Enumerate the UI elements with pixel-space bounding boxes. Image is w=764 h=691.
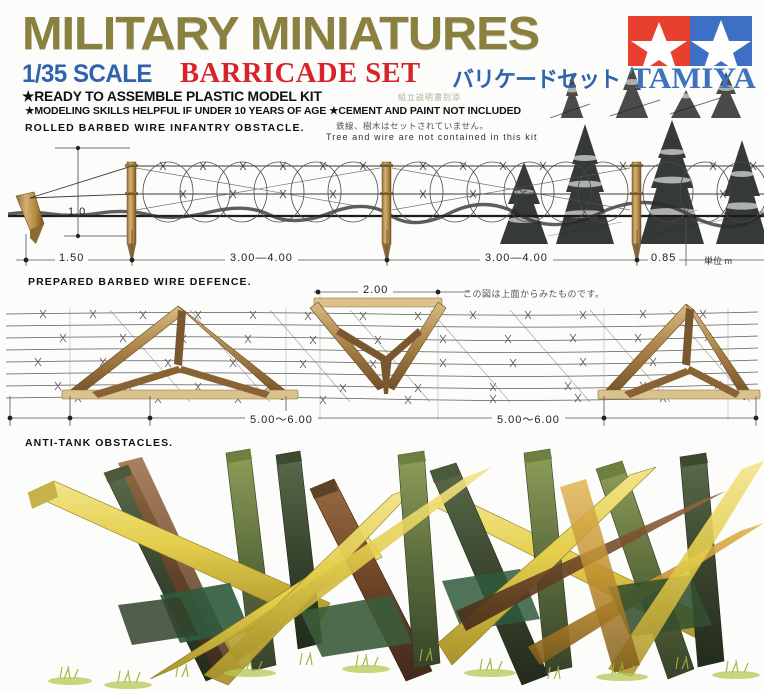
barbed-wire-strands	[29, 165, 764, 199]
diagram1-title: ROLLED BARBED WIRE INFANTRY OBSTACLE.	[25, 122, 305, 134]
header-banner: MILITARY MINIATURES 1/35 SCALE BARRICADE…	[0, 0, 764, 118]
diagram2-note-japanese: この図は上面からみたものです。	[463, 289, 605, 299]
diagram1-dim-3: 0.85	[648, 252, 680, 264]
diagram2-bottom-dimension	[9, 396, 757, 426]
brand-name: TAMIYA	[630, 62, 757, 95]
diagram1-dim-0: 1.50	[55, 252, 89, 264]
anchor-picket	[15, 191, 45, 244]
product-name: BARRICADE SET	[180, 58, 421, 89]
japanese-faint-note: 組立説明書別添	[398, 93, 461, 102]
logo-red-panel	[628, 16, 690, 66]
diagram-anti-tank-obstacles: ANTI-TANK OBSTACLES.	[0, 435, 764, 691]
vertical-guides	[69, 292, 729, 420]
diagram-prepared-barbed-wire-defence: PREPARED BARBED WIRE DEFENCE. この図は上面からみた…	[0, 270, 764, 435]
diagram1-height-dim: 1.0	[68, 206, 87, 218]
diagram1-unit-label: 単位 m	[704, 256, 732, 266]
logo-star-right-icon	[691, 20, 751, 66]
scale-label: 1/35 SCALE	[22, 60, 152, 88]
grass-tufts	[59, 647, 749, 684]
height-dimension-1	[55, 147, 130, 237]
diagram2-drawing	[5, 289, 761, 426]
product-name-japanese: バリケードセット	[452, 67, 621, 92]
tagline-secondary: ★MODELING SKILLS HELPFUL IF UNDER 10 YEA…	[25, 105, 521, 117]
diagram3-title: ANTI-TANK OBSTACLES.	[25, 437, 174, 449]
diagram3-drawing	[27, 448, 764, 689]
diagram1-note-japanese: 鉄線、樹木はセットされていません。	[336, 121, 489, 131]
diagram2-title: PREPARED BARBED WIRE DEFENCE.	[28, 276, 252, 288]
diagram2-bottom-dim-0: 5.00～6.00	[245, 411, 318, 427]
tamiya-logo	[628, 16, 752, 66]
diagram-rolled-barbed-wire: ROLLED BARBED WIRE INFANTRY OBSTACLE. 鉄線…	[0, 118, 764, 270]
diagram1-note-english: Tree and wire are not contained in this …	[326, 132, 538, 142]
logo-blue-panel	[690, 16, 752, 66]
wire-posts	[125, 161, 643, 265]
page-title: MILITARY MINIATURES	[22, 7, 540, 59]
tagline-primary: ★READY TO ASSEMBLE PLASTIC MODEL KIT	[22, 88, 322, 104]
knife-rest-obstacle-3	[597, 303, 761, 401]
barbs	[159, 161, 757, 199]
knife-rest-obstacle-1	[61, 305, 299, 401]
diagram1-dim-2: 3.00—4.00	[480, 252, 553, 264]
logo-star-left-icon	[631, 22, 687, 66]
header-tree-decoration	[549, 66, 742, 118]
diagram1-dim-1: 3.00—4.00	[225, 252, 298, 264]
diagram1-drawing	[7, 120, 764, 266]
anti-tank-hedgehog-3	[224, 448, 573, 686]
concertina-coils	[142, 161, 764, 223]
diagram2-bottom-dim-1: 5.00～6.00	[492, 411, 565, 427]
knife-rest-obstacle-2	[309, 297, 447, 394]
anti-tank-extra-beams	[560, 461, 764, 677]
diagram2-top-dim: 2.00	[358, 284, 394, 296]
grass-patches	[48, 665, 760, 689]
